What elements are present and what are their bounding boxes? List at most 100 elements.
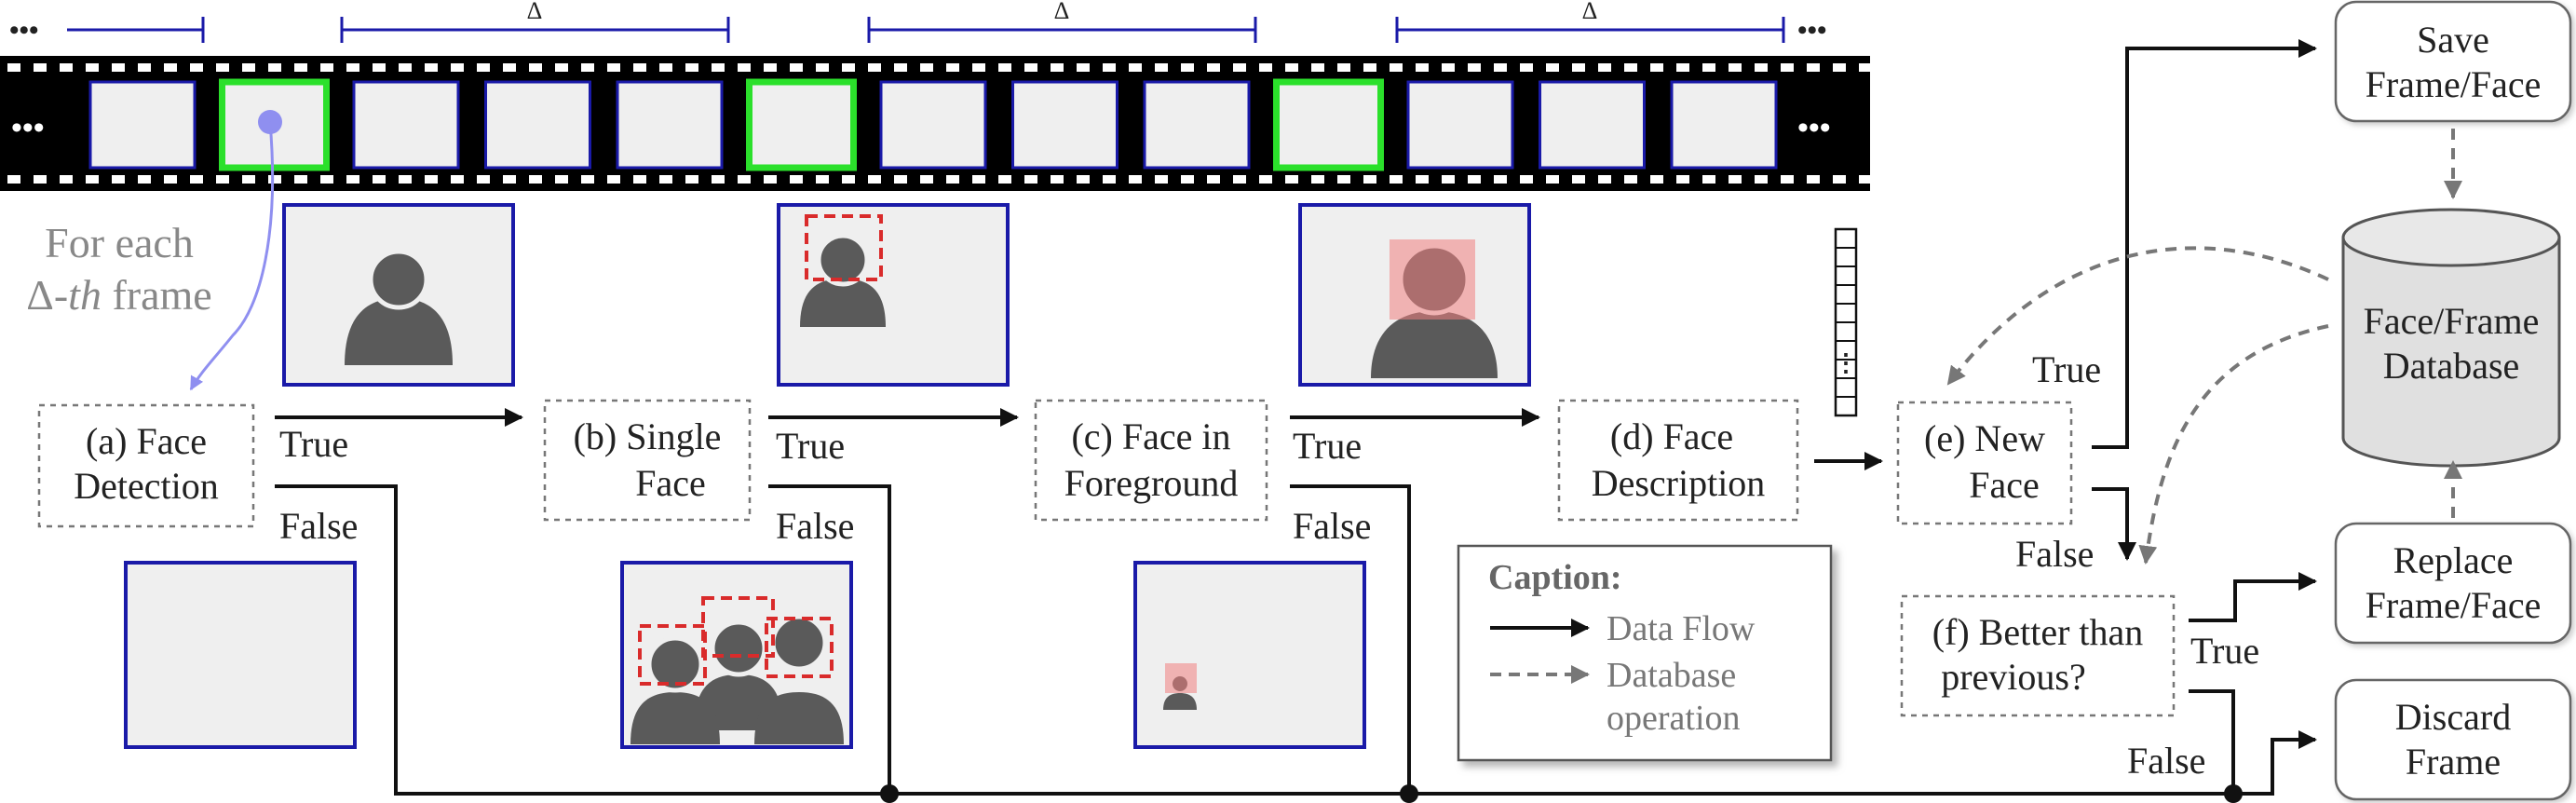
database-line2: Database: [2383, 345, 2520, 387]
interval-marker-1: [340, 17, 730, 43]
step-a-line1: (a) Face: [86, 420, 207, 462]
person-icon: [800, 233, 886, 327]
sprocket-hole: [842, 175, 855, 184]
replace-line1: Replace: [2393, 539, 2514, 581]
sprocket-hole: [477, 175, 490, 184]
sprocket-hole: [112, 175, 125, 184]
sprocket-hole: [7, 175, 20, 184]
interval-marker-3: [1395, 17, 1785, 43]
face-foreground-highlight: [1390, 239, 1475, 320]
sprocket-hole: [972, 175, 985, 184]
sprocket-hole: [164, 63, 177, 72]
sprocket-hole: [581, 63, 594, 72]
sprocket-hole: [633, 63, 646, 72]
step-e-box: [1896, 401, 2073, 525]
sprocket-hole: [1729, 175, 1742, 184]
label-c-true: True: [1293, 425, 1362, 467]
sprocket-hole: [1129, 63, 1142, 72]
sprocket-hole: [1051, 63, 1064, 72]
database-operation-arrows: [1946, 129, 2462, 565]
sprocket-hole: [659, 63, 672, 72]
face-foreground-highlight: [1165, 663, 1197, 693]
step-boxes: [37, 399, 2176, 717]
sprocket-hole: [112, 63, 125, 72]
filmstrip-frame: [1539, 80, 1646, 170]
sprocket-hole: [1520, 63, 1533, 72]
sprocket-hole: [607, 63, 620, 72]
database-line1: Face/Frame: [2364, 300, 2540, 342]
step-d-line1: (d) Face: [1610, 415, 1733, 457]
step-a-line2: Detection: [74, 465, 219, 507]
person-icon: [754, 614, 844, 744]
sprocket-hole: [1807, 175, 1820, 184]
interval-marker-partial: [67, 17, 205, 43]
sprocket-hole: [1598, 175, 1611, 184]
sprocket-hole: [503, 63, 516, 72]
sprocket-hole: [346, 63, 359, 72]
sprocket-hole: [1077, 63, 1090, 72]
sprocket-hole: [1337, 175, 1350, 184]
sprocket-hole: [138, 175, 151, 184]
sprocket-hole: [86, 63, 99, 72]
sprocket-hole: [1442, 175, 1455, 184]
sprocket-hole: [1494, 63, 1507, 72]
sprocket-hole: [373, 175, 386, 184]
sprocket-hole: [1390, 175, 1403, 184]
sprocket-hole: [1781, 175, 1794, 184]
interval-markers: [67, 17, 1785, 43]
sprocket-hole: [1676, 175, 1689, 184]
replace-line2: Frame/Face: [2366, 584, 2542, 626]
sprocket-hole: [294, 63, 307, 72]
sprocket-hole: [86, 175, 99, 184]
sprocket-hole: [1363, 175, 1376, 184]
sprocket-hole: [1624, 63, 1637, 72]
sprocket-hole: [164, 175, 177, 184]
sprocket-hole: [34, 63, 47, 72]
sprocket-hole: [738, 175, 751, 184]
filmstrip-frame: [1406, 80, 1514, 170]
sprocket-hole: [1833, 175, 1846, 184]
arrow-f-true-to-replace: [2189, 572, 2317, 622]
sprocket-hole: [1103, 175, 1116, 184]
sprocket-hole: [998, 175, 1011, 184]
sprocket-hole: [373, 63, 386, 72]
descriptor-cell: [1835, 377, 1857, 398]
sprocket-hole: [920, 175, 933, 184]
sprocket-hole: [868, 63, 881, 72]
sprocket-hole: [1494, 175, 1507, 184]
step-f-line1: (f) Better than: [1932, 611, 2144, 653]
filmstrip-frame: [1670, 80, 1778, 170]
caption-title: Caption:: [1488, 558, 1622, 597]
step-c-line1: (c) Face in: [1071, 415, 1230, 457]
sprocket-hole: [1572, 63, 1585, 72]
filmstrip-frame: [1143, 80, 1251, 170]
step-c-line2: Foreground: [1064, 462, 1239, 504]
face-detection-box: [805, 214, 883, 281]
descriptor-cell: [1835, 303, 1857, 323]
sprocket-hole: [399, 63, 412, 72]
sprocket-hole: [1572, 175, 1585, 184]
sprocket-hole: [320, 175, 333, 184]
sprocket-hole: [764, 175, 777, 184]
filmstrip-frame: [352, 80, 460, 170]
sprocket-hole: [1285, 63, 1298, 72]
sprocket-hole: [1077, 175, 1090, 184]
sprocket-hole: [659, 175, 672, 184]
step-b-line1: (b) Single: [574, 415, 722, 457]
sprocket-hole: [1650, 63, 1663, 72]
sprocket-hole: [1259, 63, 1272, 72]
filmstrip-frames: [88, 78, 1778, 171]
sprocket-hole: [868, 175, 881, 184]
descriptor-cell: [1835, 284, 1857, 305]
sprocket-hole: [1233, 63, 1246, 72]
label-f-true: True: [2190, 630, 2259, 672]
data-flow-arrows: [275, 39, 2317, 796]
for-each-label-line2: Δ-th frame: [26, 271, 211, 319]
arrow-f-false-to-discard: [2189, 689, 2235, 794]
sprocket-hole: [268, 63, 281, 72]
descriptor-cell: [1835, 228, 1857, 249]
for-each-label-line1: For each: [45, 219, 194, 266]
sprocket-hole: [138, 63, 151, 72]
thumbnail-c-true: [1298, 203, 1531, 387]
sprocket-hole: [1181, 63, 1194, 72]
